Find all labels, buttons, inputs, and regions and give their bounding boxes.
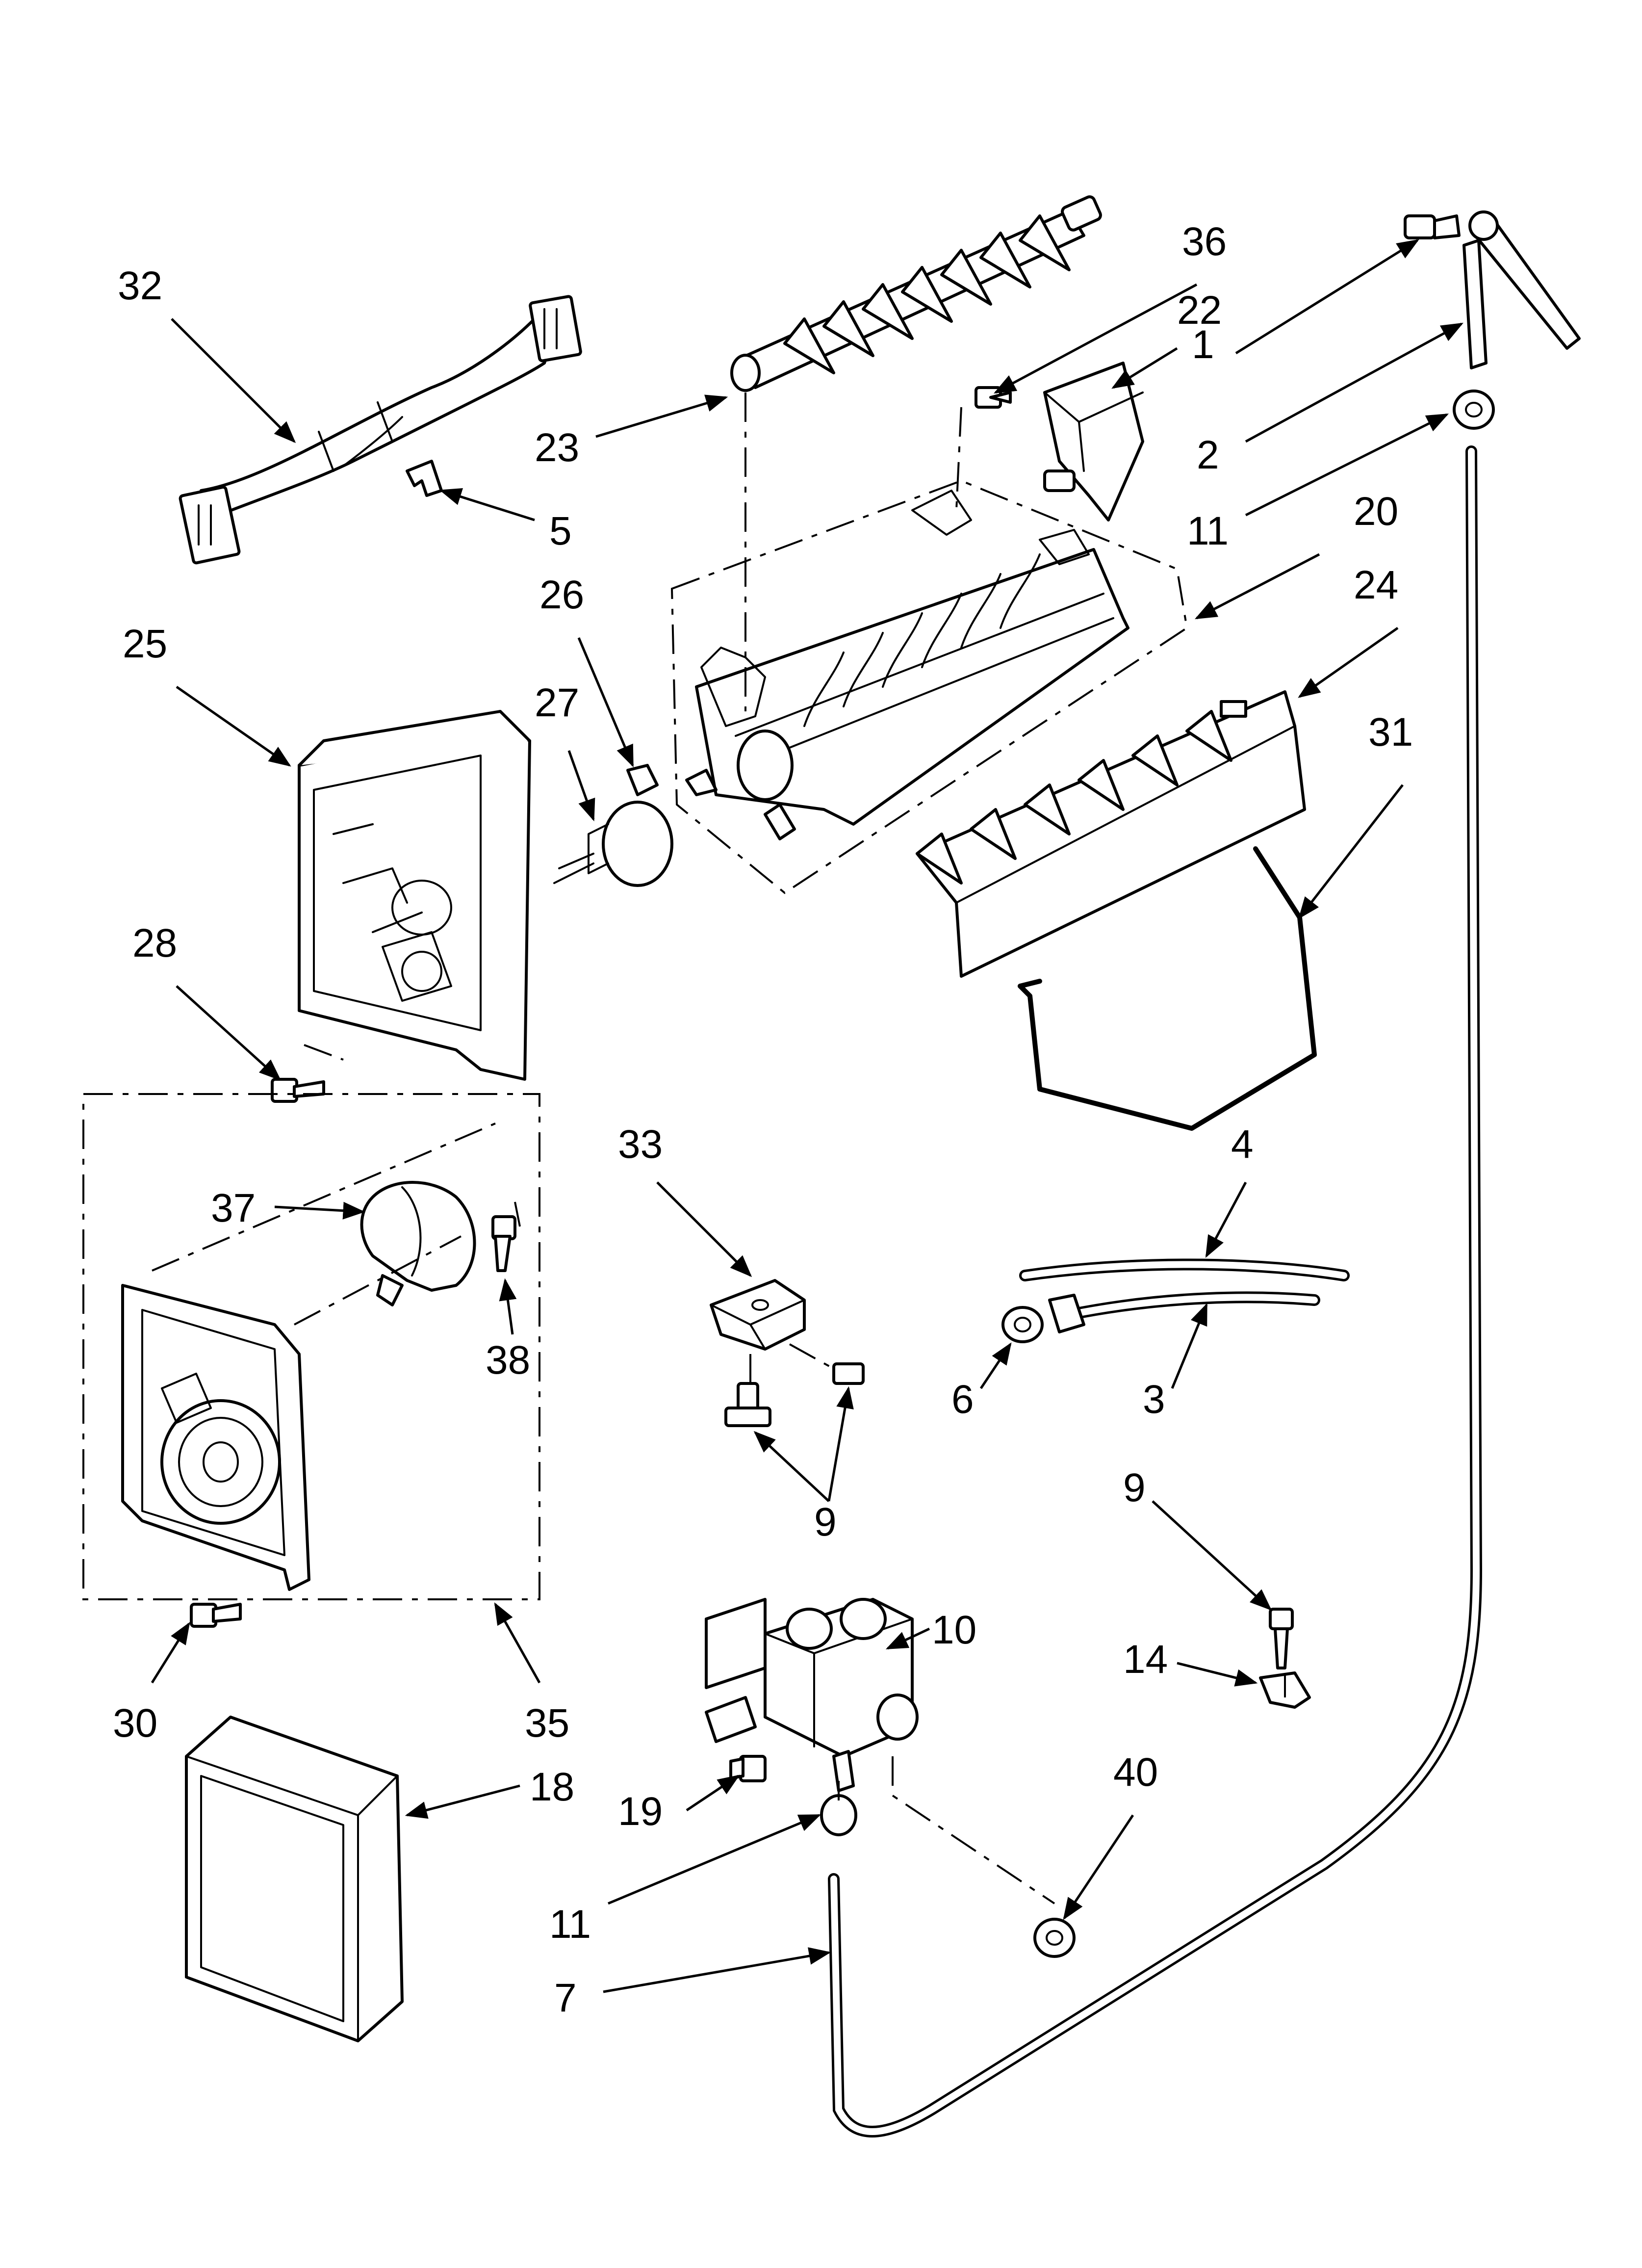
callout-27: 27 — [535, 680, 579, 725]
callout-32: 32 — [118, 263, 162, 308]
callout-11-top: 11 — [1187, 509, 1229, 553]
nut-6-part[interactable] — [1001, 1306, 1044, 1343]
callout-30: 30 — [113, 1701, 157, 1746]
callout-3: 3 — [1143, 1377, 1165, 1422]
fill-tube-stub-part[interactable] — [1462, 239, 1488, 369]
callout-14: 14 — [1123, 1637, 1168, 1682]
inlet-tube-part[interactable] — [1048, 1291, 1320, 1333]
callout-7: 7 — [554, 1976, 577, 2020]
callout-37: 37 — [211, 1186, 256, 1230]
callout-35: 35 — [525, 1701, 569, 1746]
assembly-guides — [82, 392, 1286, 1904]
harness-clip-part[interactable] — [406, 460, 443, 497]
ice-mold-part[interactable] — [685, 490, 1129, 840]
callout-25: 25 — [123, 622, 167, 666]
bracket-part[interactable] — [710, 1279, 806, 1351]
screw-30-part[interactable] — [190, 1603, 242, 1628]
water-line-part[interactable] — [828, 445, 1483, 2138]
screw-38-part[interactable] — [491, 1215, 516, 1272]
wire-harness-part[interactable] — [179, 295, 582, 565]
screw-9-part[interactable] — [724, 1362, 865, 1427]
fill-tube-part[interactable] — [1019, 1258, 1350, 1281]
motor-part[interactable] — [360, 1181, 476, 1306]
callout-5: 5 — [549, 509, 572, 553]
callout-1: 1 — [1192, 322, 1214, 367]
callout-20: 20 — [1354, 489, 1398, 534]
water-valve-part[interactable] — [705, 1598, 919, 1792]
callout-24: 24 — [1354, 563, 1398, 607]
fill-cup-part[interactable] — [1043, 362, 1144, 521]
thermostat-clip-part[interactable] — [626, 764, 659, 796]
thermostat-part[interactable] — [553, 801, 673, 887]
nut-40-part[interactable] — [1033, 1918, 1076, 1958]
callout-26: 26 — [539, 573, 584, 617]
callout-22: 22 — [1177, 288, 1222, 333]
callout-36: 36 — [1182, 219, 1227, 264]
callout-11-valve: 11 — [549, 1902, 591, 1947]
callout-6: 6 — [951, 1377, 974, 1422]
callout-19: 19 — [618, 1789, 663, 1834]
callout-4: 4 — [1231, 1122, 1254, 1167]
callout-38: 38 — [486, 1338, 530, 1382]
screw-19-part[interactable] — [729, 1755, 767, 1782]
control-module-part[interactable] — [121, 1284, 310, 1591]
screw-36-part[interactable] — [975, 386, 1012, 409]
callout-2: 2 — [1197, 433, 1219, 477]
nut-11a-part[interactable] — [1453, 390, 1495, 430]
callout-33: 33 — [618, 1122, 663, 1167]
cover-part[interactable] — [185, 1716, 404, 2042]
ejector-shaft-part[interactable] — [730, 195, 1102, 392]
callout-9-clamp: 9 — [1123, 1465, 1146, 1510]
leader-lines — [151, 239, 1463, 1993]
callout-23: 23 — [535, 425, 579, 470]
nut-11b-part[interactable] — [820, 1794, 857, 1836]
callout-28: 28 — [132, 921, 177, 965]
callout-labels: 32 5 23 36 22 1 2 11 20 24 25 26 27 31 2… — [113, 219, 1413, 2020]
control-housing-part[interactable] — [298, 710, 531, 1081]
screw-28-part[interactable] — [271, 1078, 325, 1103]
callout-40: 40 — [1113, 1750, 1158, 1795]
screw-9b-part[interactable] — [1269, 1608, 1294, 1669]
fitting-part[interactable] — [1404, 210, 1581, 350]
callout-9-bracket: 9 — [814, 1500, 837, 1544]
stripper-part[interactable] — [916, 690, 1306, 978]
callout-31: 31 — [1368, 710, 1413, 755]
callout-18: 18 — [530, 1765, 574, 1809]
callout-10: 10 — [932, 1608, 976, 1652]
